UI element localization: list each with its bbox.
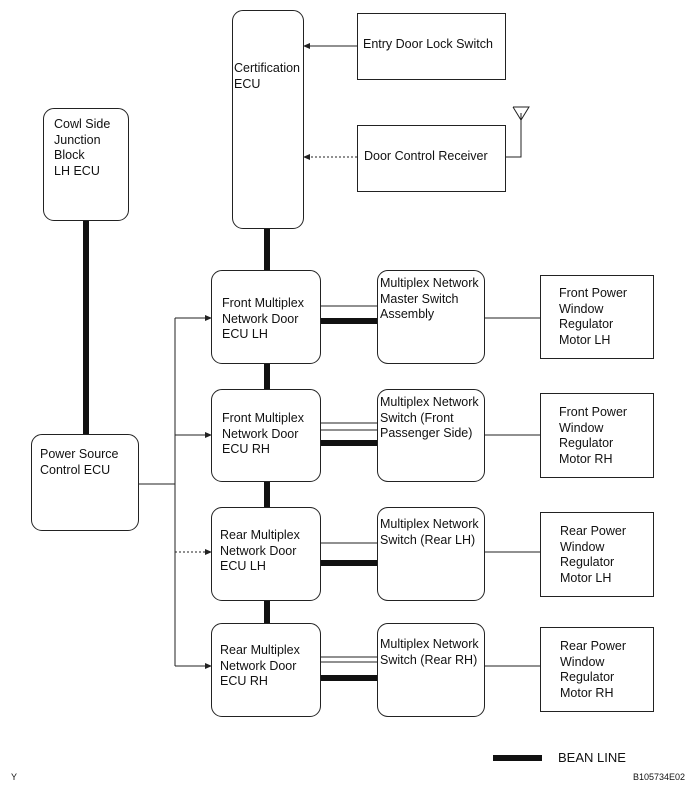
front-multiplex-door-ecu-rh-box bbox=[211, 389, 321, 482]
rear-multiplex-door-ecu-lh-box bbox=[211, 507, 321, 601]
switch-rear-lh-box bbox=[377, 507, 485, 601]
motor-rear-lh-label: Rear Power Window Regulator Motor LH bbox=[560, 524, 626, 585]
motor-rear-rh-label: Rear Power Window Regulator Motor RH bbox=[560, 639, 626, 700]
motor-front-lh-label: Front Power Window Regulator Motor LH bbox=[559, 286, 628, 347]
motor-front-lh-box bbox=[540, 275, 654, 359]
rear-multiplex-door-ecu-rh-label: Rear Multiplex Network Door ECU RH bbox=[220, 643, 300, 688]
footer-left-mark: Y bbox=[11, 772, 18, 782]
door-control-receiver-label: Door Control Receiver bbox=[364, 149, 488, 163]
motor-front-rh-label: Front Power Window Regulator Motor RH bbox=[559, 405, 628, 466]
motor-front-rh-box bbox=[540, 393, 654, 478]
power-source-control-ecu-box bbox=[31, 434, 139, 531]
rear-multiplex-door-ecu-lh-label: Rear Multiplex Network Door ECU LH bbox=[220, 528, 300, 573]
entry-door-lock-switch-box bbox=[357, 13, 506, 80]
motor-rear-lh-box bbox=[540, 512, 654, 597]
switch-rear-rh-box bbox=[377, 623, 485, 717]
bean-lines bbox=[83, 221, 542, 761]
front-multiplex-door-ecu-rh-label: Front Multiplex Network Door ECU RH bbox=[222, 411, 304, 456]
front-multiplex-door-ecu-lh-label: Front Multiplex Network Door ECU LH bbox=[222, 296, 304, 341]
switch-front-passenger-box bbox=[377, 389, 485, 482]
door-control-receiver-box bbox=[357, 125, 506, 192]
antenna-icon bbox=[512, 106, 530, 121]
legend-bean-line-label: BEAN LINE bbox=[558, 750, 626, 765]
switch-rear-rh-label: Multiplex Network Switch (Rear RH) bbox=[380, 637, 479, 667]
rear-multiplex-door-ecu-rh-box bbox=[211, 623, 321, 717]
certification-ecu-label: Certification ECU bbox=[234, 61, 300, 91]
master-switch-box bbox=[377, 270, 485, 364]
antenna-lead bbox=[506, 113, 522, 158]
master-switch-label: Multiplex Network Master Switch Assembly bbox=[380, 276, 479, 321]
motor-rear-rh-box bbox=[540, 627, 654, 712]
switch-front-passenger-label: Multiplex Network Switch (Front Passenge… bbox=[380, 395, 479, 440]
certification-ecu-box bbox=[232, 10, 304, 229]
cowl-side-junction-block-box bbox=[43, 108, 129, 221]
power-source-control-ecu-label: Power Source Control ECU bbox=[40, 447, 119, 477]
entry-door-lock-switch-label: Entry Door Lock Switch bbox=[363, 37, 493, 51]
cowl-side-junction-block-label: Cowl Side Junction Block LH ECU bbox=[54, 117, 111, 178]
figure-code: B105734E02 bbox=[633, 772, 686, 782]
front-multiplex-door-ecu-lh-box bbox=[211, 270, 321, 364]
wire-lines bbox=[139, 43, 540, 669]
switch-rear-lh-label: Multiplex Network Switch (Rear LH) bbox=[380, 517, 479, 547]
